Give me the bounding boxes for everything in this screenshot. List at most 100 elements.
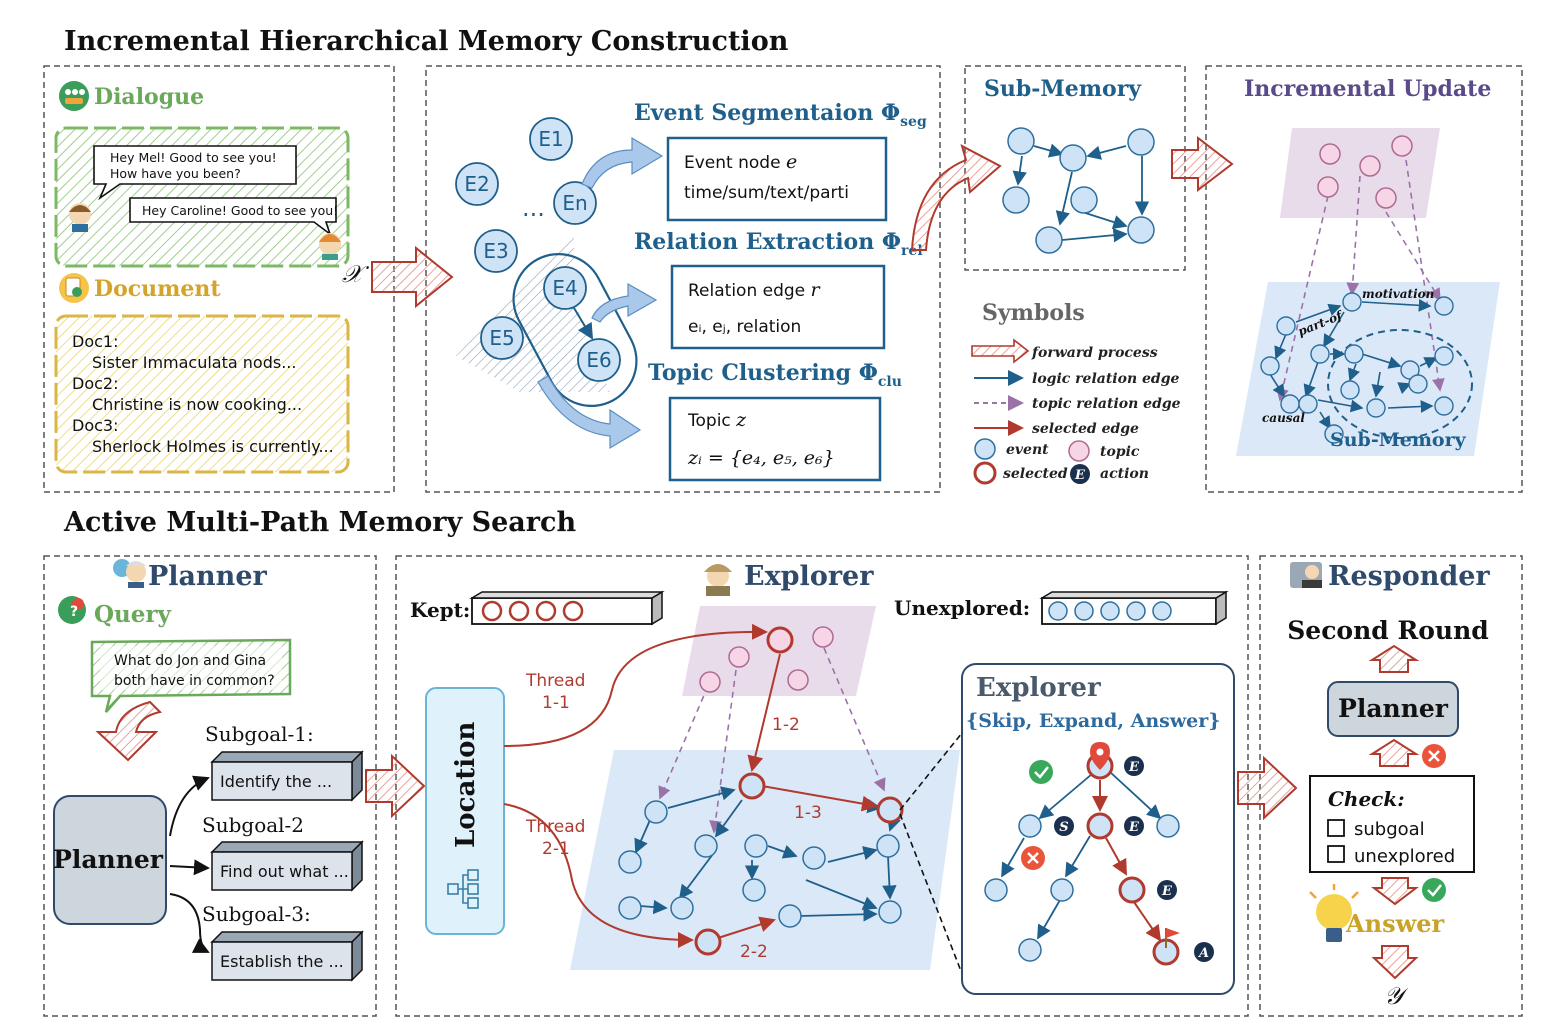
forward-arrow-5 xyxy=(1237,755,1298,821)
thread-label: Thread xyxy=(525,817,585,837)
blue-arrow-rel xyxy=(591,282,658,323)
zoom-line-top xyxy=(899,727,967,811)
svg-text:?: ? xyxy=(70,604,78,620)
rel-box-line2: eᵢ, eⱼ, relation xyxy=(688,317,801,337)
checkbox-unexplored[interactable] xyxy=(1327,845,1345,863)
symbol-selected-node xyxy=(973,461,997,485)
check-icon xyxy=(1422,878,1446,902)
forward-arrow-2 xyxy=(910,144,1002,251)
event-plane xyxy=(1236,282,1500,456)
blue-arrow-topic xyxy=(537,375,642,450)
planner-box-label: Planner xyxy=(53,845,164,874)
document-icon xyxy=(59,273,89,303)
bubble1-line2: How have you been? xyxy=(110,166,241,181)
symbol-label: logic relation edge xyxy=(1032,371,1179,387)
symbol-label: selected edge xyxy=(1032,421,1139,437)
explorer-event-nodes xyxy=(618,800,902,928)
incremental-submemory-label: Sub-Memory xyxy=(1330,429,1467,451)
thread-1-path xyxy=(503,623,768,747)
event-node-label: E5 xyxy=(489,326,514,350)
event-node-e2 xyxy=(455,162,499,206)
input-symbol: 𝒳 xyxy=(342,260,370,288)
symbol-forward-arrow xyxy=(971,338,1030,364)
incremental-event-nodes xyxy=(1260,292,1454,444)
responder-title: Responder xyxy=(1328,561,1490,592)
topic-title: Topic Clustering Φ xyxy=(648,360,878,386)
thread-label: 2-1 xyxy=(542,839,570,859)
subgoal-label-2: Subgoal-2 xyxy=(202,813,304,837)
action-letter: S xyxy=(1059,820,1068,835)
symbol-label: event xyxy=(1006,442,1049,458)
unexplored-queue xyxy=(1039,590,1229,626)
segmentation-sub: seg xyxy=(900,114,927,130)
event-node-en xyxy=(553,181,597,225)
thread-label: Thread xyxy=(525,671,585,691)
symbol-label: topic relation edge xyxy=(1032,396,1181,412)
action-badges: E S E E A xyxy=(1054,756,1214,962)
explorer-avatar-icon xyxy=(704,564,732,596)
topic-box-line1: Topic xyxy=(687,411,736,431)
subgoal-text-1: Identify the ... xyxy=(220,772,332,791)
symbol-topic-node xyxy=(1068,440,1090,462)
avatar-caroline xyxy=(319,233,341,260)
doc-line: Doc2: xyxy=(72,374,118,393)
avatar-mel xyxy=(69,203,91,232)
thread-label: 1-1 xyxy=(542,693,570,713)
search-title: Active Multi-Path Memory Search xyxy=(63,507,576,538)
event-node-label: E2 xyxy=(464,172,489,196)
topic-plane xyxy=(1280,128,1440,218)
action-badge-a xyxy=(1194,942,1214,962)
topic-box xyxy=(668,396,882,482)
incremental-topic-edges xyxy=(1276,159,1445,402)
event-nodes: E1 E2 E3 E4 E5 E6 En ... xyxy=(455,117,621,382)
symbols-title: Symbols xyxy=(982,300,1085,326)
seg-box-var: e xyxy=(786,151,797,173)
explorer-title: Explorer xyxy=(744,561,874,592)
blue-arrow-seg xyxy=(581,136,664,189)
forward-arrow-4 xyxy=(365,753,426,819)
svg-text:Event node e: Event node e xyxy=(684,151,797,173)
action-letter: E xyxy=(1128,820,1140,835)
doc-line: Christine is now cooking... xyxy=(92,395,302,414)
lightbulb-icon xyxy=(1309,884,1359,942)
forward-arrow-1 xyxy=(371,245,454,309)
explorer-detail-selected-edges xyxy=(1092,780,1162,942)
checkbox-subgoal[interactable] xyxy=(1327,819,1345,837)
svg-text:Relation edge r: Relation edge r xyxy=(688,279,822,301)
answer-label: Answer xyxy=(1345,909,1445,938)
up-arrow-mid xyxy=(1368,738,1420,767)
kept-label: Kept: xyxy=(410,598,470,622)
event-node-e5 xyxy=(480,316,524,360)
scientist-icon xyxy=(113,559,146,588)
panel-incremental xyxy=(1205,65,1523,493)
location-box xyxy=(425,687,505,935)
responder-planner-label: Planner xyxy=(1338,694,1449,723)
explorer-event-edges xyxy=(634,786,901,922)
seg-box-line2: time/sum/text/parti xyxy=(684,183,849,203)
subgoal-box-2 xyxy=(210,840,364,892)
planner-title: Planner xyxy=(148,561,267,592)
submemory-graph xyxy=(1002,127,1155,254)
seg-box-line1: Event node xyxy=(684,153,786,173)
doc-line: Doc1: xyxy=(72,332,118,351)
unexplored-label: Unexplored: xyxy=(894,596,1030,620)
explorer-selected-nodes xyxy=(694,772,904,956)
action-letter: E xyxy=(1128,760,1140,775)
document-lines: Doc1: Sister Immaculata nods... Doc2: Ch… xyxy=(72,332,334,456)
edge-label: 2-2 xyxy=(740,942,768,962)
subgoal-label-1: Subgoal-1: xyxy=(205,722,314,746)
topic-box-var: z xyxy=(735,409,747,431)
query-label: Query xyxy=(94,601,172,628)
svg-text:Topic Clustering Φclu: Topic Clustering Φclu xyxy=(648,360,902,390)
check-icon xyxy=(1029,760,1053,784)
cross-icon xyxy=(1422,744,1446,768)
event-node-e4 xyxy=(543,266,587,310)
location-pin-icon xyxy=(1090,742,1110,770)
hierarchy-icon xyxy=(447,869,479,909)
planner-branches xyxy=(169,775,210,953)
symbol-label: topic xyxy=(1100,444,1140,460)
check-item-unexplored: unexplored xyxy=(1354,846,1455,867)
edge-e4-e6 xyxy=(573,307,594,340)
relation-box xyxy=(670,264,886,350)
